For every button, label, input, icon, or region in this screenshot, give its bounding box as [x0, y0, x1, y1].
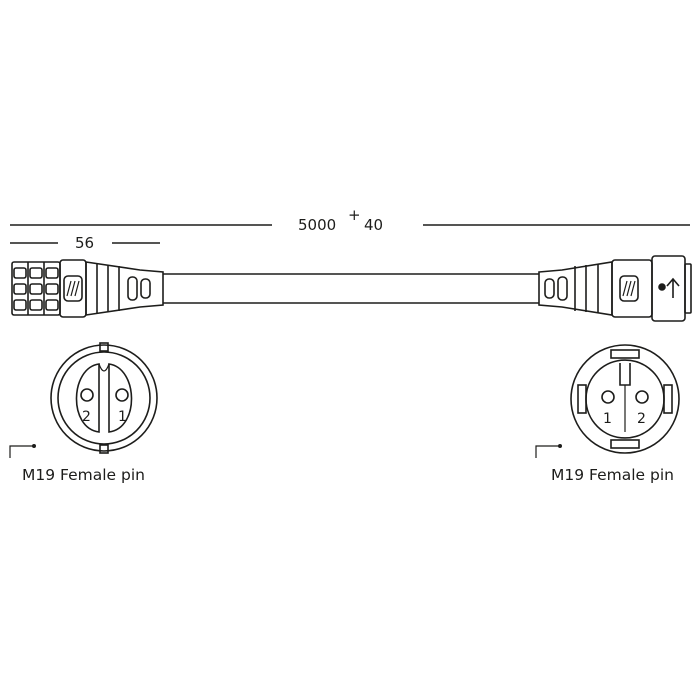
pin-socket-2 [635, 390, 649, 404]
boot-slot [544, 278, 555, 299]
insert-half-right [108, 363, 133, 433]
locking-tab [663, 384, 673, 414]
right-connector-label: M19 Female pin [551, 466, 674, 484]
insert-half-left [75, 363, 100, 433]
pin-socket-1 [115, 388, 129, 402]
right-callout: M19 Female pin [535, 444, 674, 484]
boot-slot [127, 276, 138, 301]
outer-ring [50, 344, 158, 452]
boot-slot [557, 276, 568, 301]
inner-ring [57, 351, 151, 445]
logo-icon [622, 280, 636, 297]
right-coupling-nut [651, 255, 686, 322]
left-connector-label: M19 Female pin [22, 466, 145, 484]
locking-tab [99, 444, 109, 454]
nut-grip [13, 267, 27, 279]
right-housing [611, 259, 653, 318]
left-logo-plate [63, 275, 83, 302]
leader-dot [32, 444, 36, 448]
leader-line [535, 445, 560, 458]
leader-dot [558, 444, 562, 448]
connector-length-dimension: 56 [10, 234, 160, 252]
right-face-view: 1 2 [570, 344, 680, 454]
left-connector [11, 259, 164, 318]
insert-key [619, 363, 631, 386]
left-strain-relief [85, 261, 164, 316]
pin-number: 2 [82, 409, 91, 425]
boot-slot [140, 278, 151, 299]
pin-number: 1 [118, 409, 127, 425]
cable [163, 273, 539, 304]
locking-tab [577, 384, 587, 414]
nut-lip [684, 263, 692, 314]
left-callout: M19 Female pin [9, 444, 145, 484]
nut-grip [29, 283, 43, 295]
alignment-dot-icon [658, 283, 666, 291]
tolerance-value: 40 [364, 216, 383, 234]
nut-grip [45, 267, 59, 279]
left-face-view: 2 1 [50, 342, 158, 454]
arrow-up-icon [666, 277, 680, 298]
keyway [98, 363, 110, 372]
nut-grip [45, 283, 59, 295]
nut-grip [29, 267, 43, 279]
locking-tab [610, 439, 640, 449]
outer-ring [570, 344, 680, 454]
pin-number: 1 [603, 411, 612, 427]
leader-line [9, 445, 34, 458]
logo-icon [66, 280, 80, 297]
total-length-value: 5000 [298, 216, 336, 234]
connector-length-value: 56 [75, 234, 94, 252]
nut-grip [13, 283, 27, 295]
left-coupling-nut [11, 261, 61, 316]
pin-socket-2 [80, 388, 94, 402]
tolerance-sign: + [348, 206, 361, 224]
right-connector [538, 255, 692, 322]
pin-socket-1 [601, 390, 615, 404]
locking-tab [99, 342, 109, 352]
locking-tab [610, 349, 640, 359]
overall-length-dimension: 5000 + 40 [10, 206, 690, 234]
pin-number: 2 [637, 411, 646, 427]
right-logo-plate [619, 275, 639, 302]
nut-grip [45, 299, 59, 311]
nut-grip [13, 299, 27, 311]
nut-grip [29, 299, 43, 311]
